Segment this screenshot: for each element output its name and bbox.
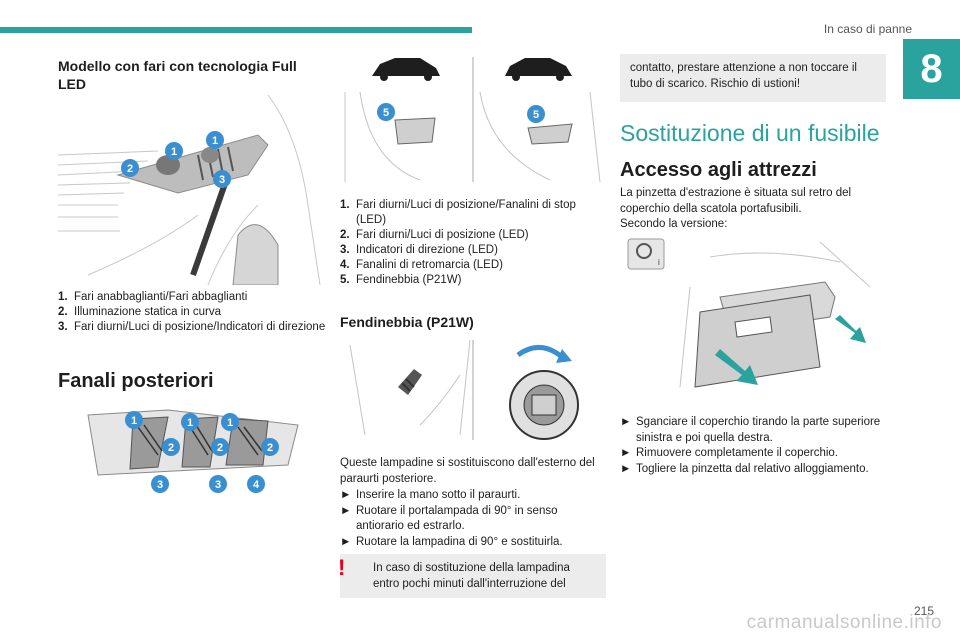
rear-badge: 1 bbox=[187, 417, 193, 429]
front-badge: 2 bbox=[127, 163, 133, 175]
list-item: 3.Indicatori di direzione (LED) bbox=[340, 244, 498, 256]
front-lights-list: 1.Fari anabbaglianti/Fari abbaglianti 2.… bbox=[58, 290, 326, 335]
svg-text:i: i bbox=[658, 258, 660, 267]
list-item: 1.Fari diurni/Luci di posizione/Fanalini… bbox=[340, 199, 576, 226]
fuse-steps: ►Sganciare il coperchio tirando la parte… bbox=[620, 415, 886, 477]
rear-badge: 1 bbox=[131, 415, 137, 427]
warning-note: ! In caso di sostituzione della lampadin… bbox=[338, 554, 606, 598]
fog-badge: 5 bbox=[383, 107, 389, 119]
rear-badge: 4 bbox=[253, 479, 260, 491]
rear-badge: 2 bbox=[168, 442, 174, 454]
tools-intro-text: La pinzetta d'estrazione è situata sul r… bbox=[620, 187, 852, 215]
list-item: 1.Fari anabbaglianti/Fari abbaglianti bbox=[58, 291, 248, 303]
warning-text: In caso di sostituzione della lampadina … bbox=[373, 562, 570, 590]
step-item: ►Rimuovere completamente il coperchio. bbox=[620, 447, 838, 459]
heading-full-led: Modello con fari con tecnologia Full LED bbox=[58, 58, 297, 92]
fog-bulb-replacement-illustration bbox=[349, 339, 579, 440]
section-title: In caso di panne bbox=[823, 22, 912, 36]
header-accent-bar bbox=[0, 27, 472, 33]
list-item: 2.Fari diurni/Luci di posizione (LED) bbox=[340, 229, 529, 241]
watermark: carmanualsonline.info bbox=[746, 612, 942, 633]
list-item: 3.Fari diurni/Luci di posizione/Indicato… bbox=[58, 321, 326, 333]
fuse-box-cover-illustration: i bbox=[620, 237, 886, 397]
version-text: Secondo la versione: bbox=[620, 218, 728, 230]
front-badge: 1 bbox=[212, 135, 218, 147]
list-item: 5.Fendinebbia (P21W) bbox=[340, 274, 462, 286]
rear-badge: 2 bbox=[267, 442, 273, 454]
step-item: ►Ruotare la lampadina di 90° e sostituir… bbox=[340, 535, 563, 548]
fog-badge: 5 bbox=[533, 109, 539, 121]
list-item: 4.Fanalini di retromarcia (LED) bbox=[340, 259, 503, 271]
front-headlight-illustration: 1 1 2 3 bbox=[58, 95, 330, 285]
warning-icon: ! bbox=[338, 555, 346, 580]
list-item: 2.Illuminazione statica in curva bbox=[58, 306, 222, 318]
rear-badge: 3 bbox=[157, 479, 163, 491]
rear-badge: 2 bbox=[217, 442, 223, 454]
page-number: 215 bbox=[913, 604, 934, 618]
rear-fog-light-illustration: 5 5 bbox=[344, 57, 601, 183]
heading-tools-access: Accesso agli attrezzi bbox=[620, 159, 817, 181]
warning-note-continued: contatto, prestare attenzione a non tocc… bbox=[620, 54, 886, 102]
step-item: ►Inserire la mano sotto il paraurti. bbox=[340, 489, 521, 501]
chapter-number-badge: 8 bbox=[903, 39, 960, 99]
rear-badge: 3 bbox=[215, 479, 221, 491]
heading-rear-lights: Fanali posteriori bbox=[58, 370, 214, 392]
fog-steps: ►Inserire la mano sotto il paraurti. ►Ru… bbox=[340, 488, 602, 550]
step-item: ►Sganciare il coperchio tirando la parte… bbox=[620, 416, 881, 444]
step-item: ►Togliere la pinzetta dal relativo allog… bbox=[620, 462, 869, 475]
section-heading-fuse: Sostituzione di un fusibile bbox=[620, 120, 880, 146]
front-badge: 3 bbox=[219, 174, 225, 186]
rear-lights-illustration: 1 2 1 1 2 2 3 3 4 bbox=[87, 409, 299, 493]
heading-fog-light: Fendinebbia (P21W) bbox=[340, 314, 474, 330]
rear-badge: 1 bbox=[227, 417, 233, 429]
front-badge: 1 bbox=[171, 146, 177, 158]
fog-intro-text: Queste lampadine si sostituiscono dall'e… bbox=[340, 457, 595, 485]
step-item: ►Ruotare il portalampada di 90° in senso… bbox=[340, 504, 558, 533]
rear-lights-list: 1.Fari diurni/Luci di posizione/Fanalini… bbox=[340, 198, 602, 288]
